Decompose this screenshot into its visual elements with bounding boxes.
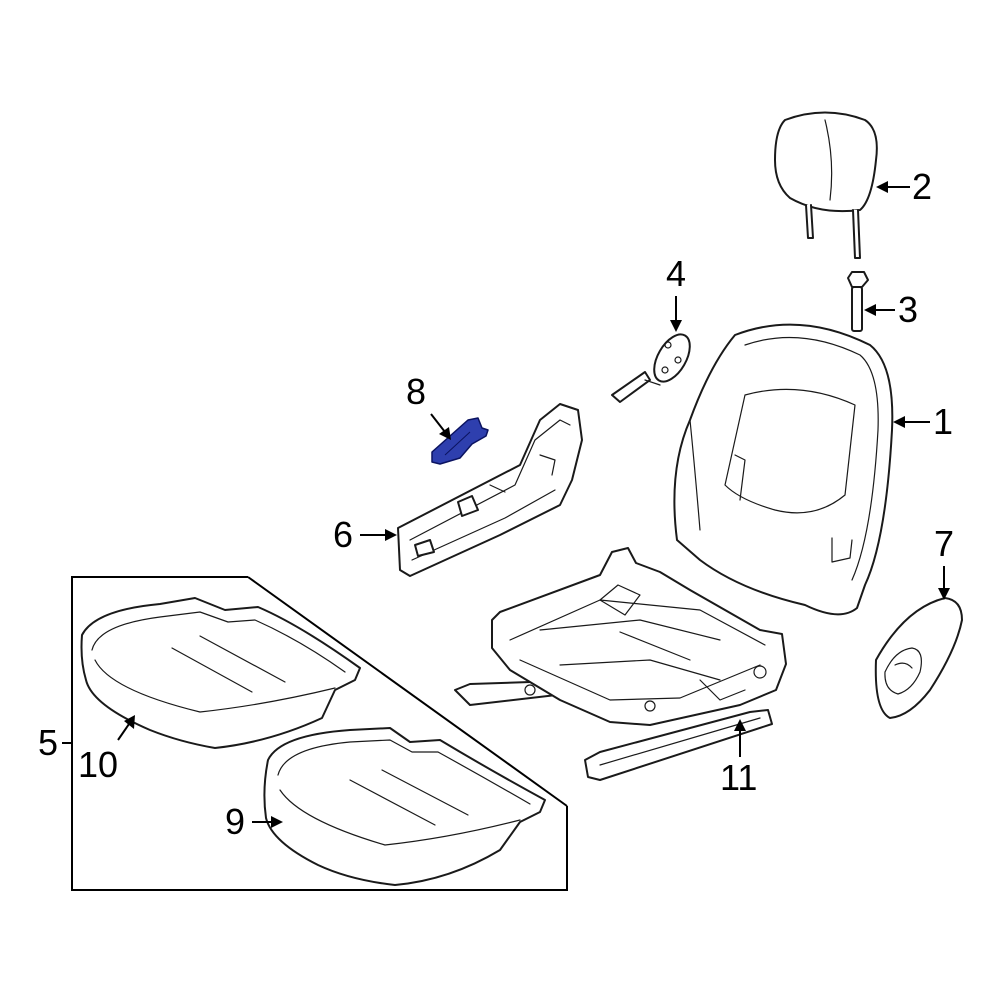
callout-4: 4 [666, 253, 686, 294]
callout-9: 9 [225, 801, 245, 842]
part-side-shield[interactable] [397, 403, 583, 577]
part-side-trim-cover[interactable] [874, 597, 963, 719]
callout-11: 11 [720, 757, 757, 798]
part-headrest[interactable] [774, 111, 878, 259]
part-cushion-pad[interactable] [263, 727, 546, 886]
callout-5: 5 [38, 722, 58, 763]
part-seat-frame-track[interactable] [454, 547, 787, 781]
part-headrest-guide[interactable] [847, 271, 869, 332]
part-cushion-cover[interactable] [80, 597, 361, 749]
leader-lines [62, 181, 950, 828]
callout-10: 10 [78, 744, 118, 785]
part-knob-highlighted[interactable] [431, 417, 489, 465]
part-seat-back[interactable] [673, 323, 894, 616]
part-recliner-lever[interactable] [611, 328, 697, 403]
callout-6: 6 [333, 514, 353, 555]
callout-2: 2 [912, 166, 932, 207]
callout-1: 1 [933, 401, 953, 442]
callout-8: 8 [406, 371, 426, 412]
callout-3: 3 [898, 289, 918, 330]
cushion-group-bracket [71, 576, 568, 891]
callout-numbers: 1 2 3 4 5 6 7 8 9 10 11 [38, 166, 954, 842]
callout-7: 7 [934, 523, 954, 564]
